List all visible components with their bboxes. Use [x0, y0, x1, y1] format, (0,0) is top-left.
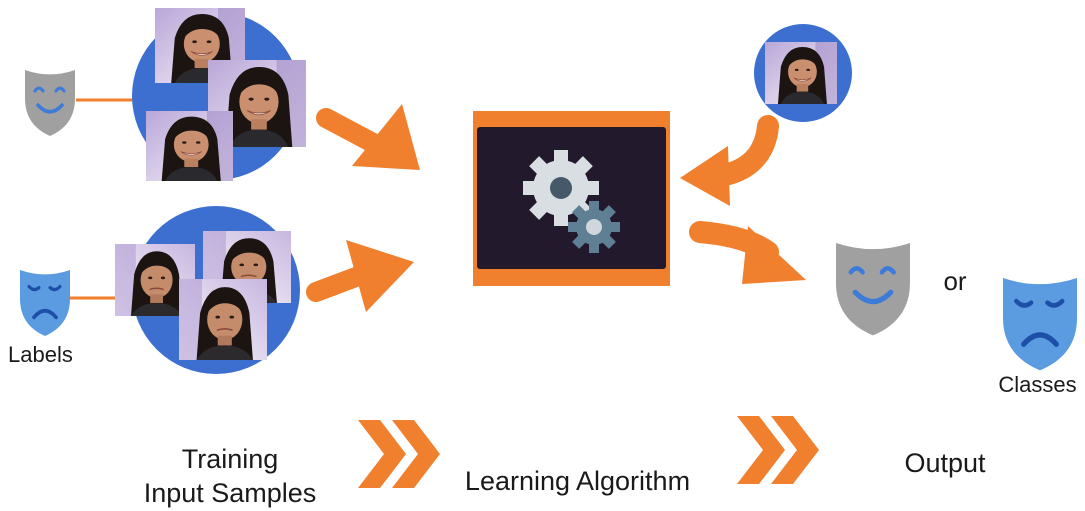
sad-face-photo-3	[178, 278, 268, 361]
happy-mask-icon	[25, 70, 75, 136]
stage-learning: Learning Algorithm	[464, 466, 691, 496]
arrow-algorithm-to-output	[689, 221, 806, 284]
happy-class-mask-icon	[836, 243, 910, 336]
sad-class-mask-icon	[1003, 278, 1077, 371]
arrow-top-to-algorithm	[316, 104, 420, 170]
stage-training-line1: Training	[181, 444, 279, 474]
test-face-photo	[764, 41, 838, 105]
double-chevron-icon-1	[358, 420, 440, 488]
labels-caption: Labels	[8, 342, 73, 367]
double-chevron-icon-2	[737, 416, 819, 484]
gears-icon	[523, 150, 620, 253]
happy-face-photo-3	[145, 110, 234, 182]
or-word: or	[943, 266, 967, 296]
stage-output: Output	[904, 448, 986, 478]
arrow-test-to-algorithm	[680, 115, 779, 206]
stage-training-line2: Input Samples	[143, 478, 317, 508]
classes-caption: Classes	[998, 372, 1077, 397]
arrow-bottom-to-algorithm	[306, 240, 414, 312]
sad-mask-icon	[20, 270, 70, 336]
